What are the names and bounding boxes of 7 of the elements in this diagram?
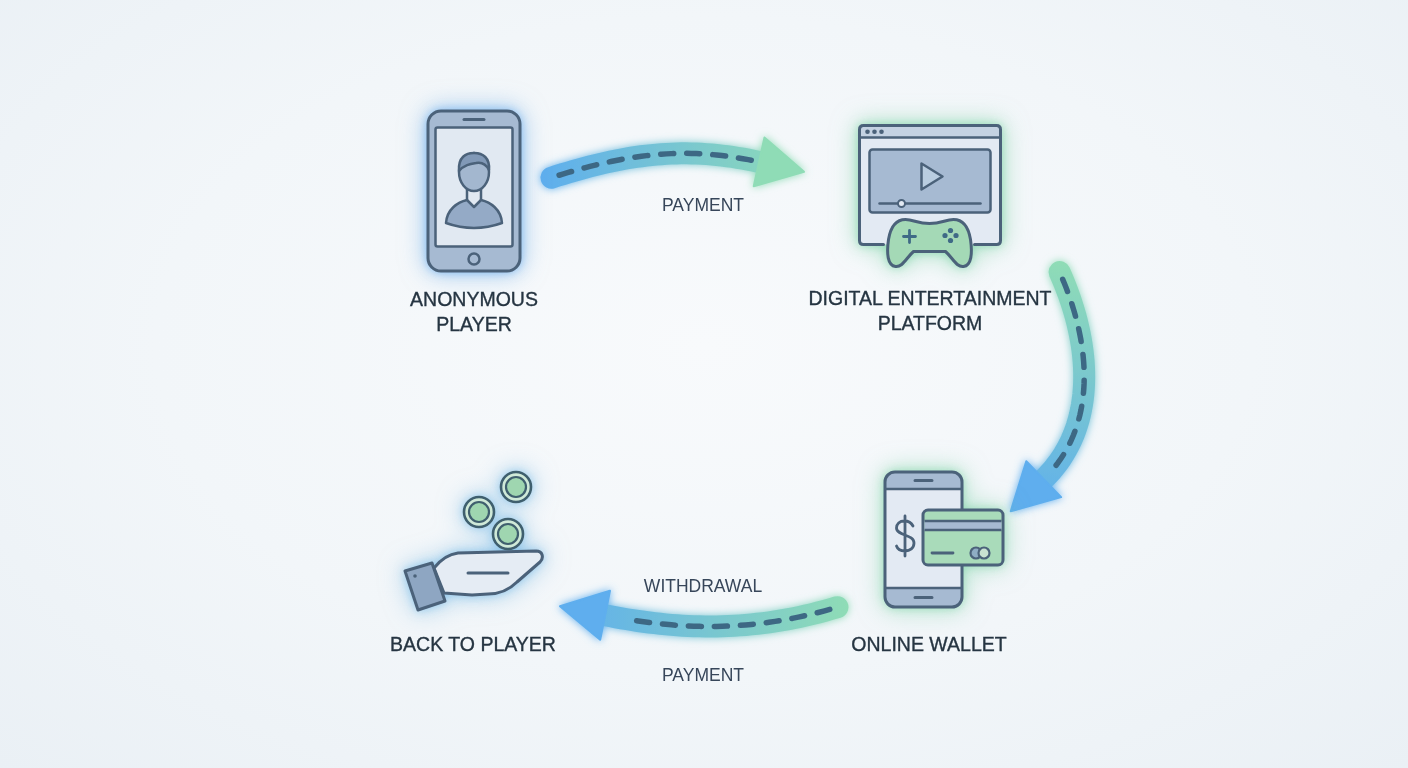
node-label: ONLINE WALLET — [850, 632, 1008, 657]
edge-label: PAYMENT — [662, 194, 744, 216]
flow-label: PAYMENT — [662, 664, 744, 686]
node-label: DIGITAL ENTERTAINMENT PLATFORM — [807, 286, 1053, 336]
edge-label: WITHDRAWAL — [643, 575, 763, 597]
node-label: ANONYMOUS PLAYER — [409, 287, 539, 337]
node-label: BACK TO PLAYER — [389, 632, 557, 657]
